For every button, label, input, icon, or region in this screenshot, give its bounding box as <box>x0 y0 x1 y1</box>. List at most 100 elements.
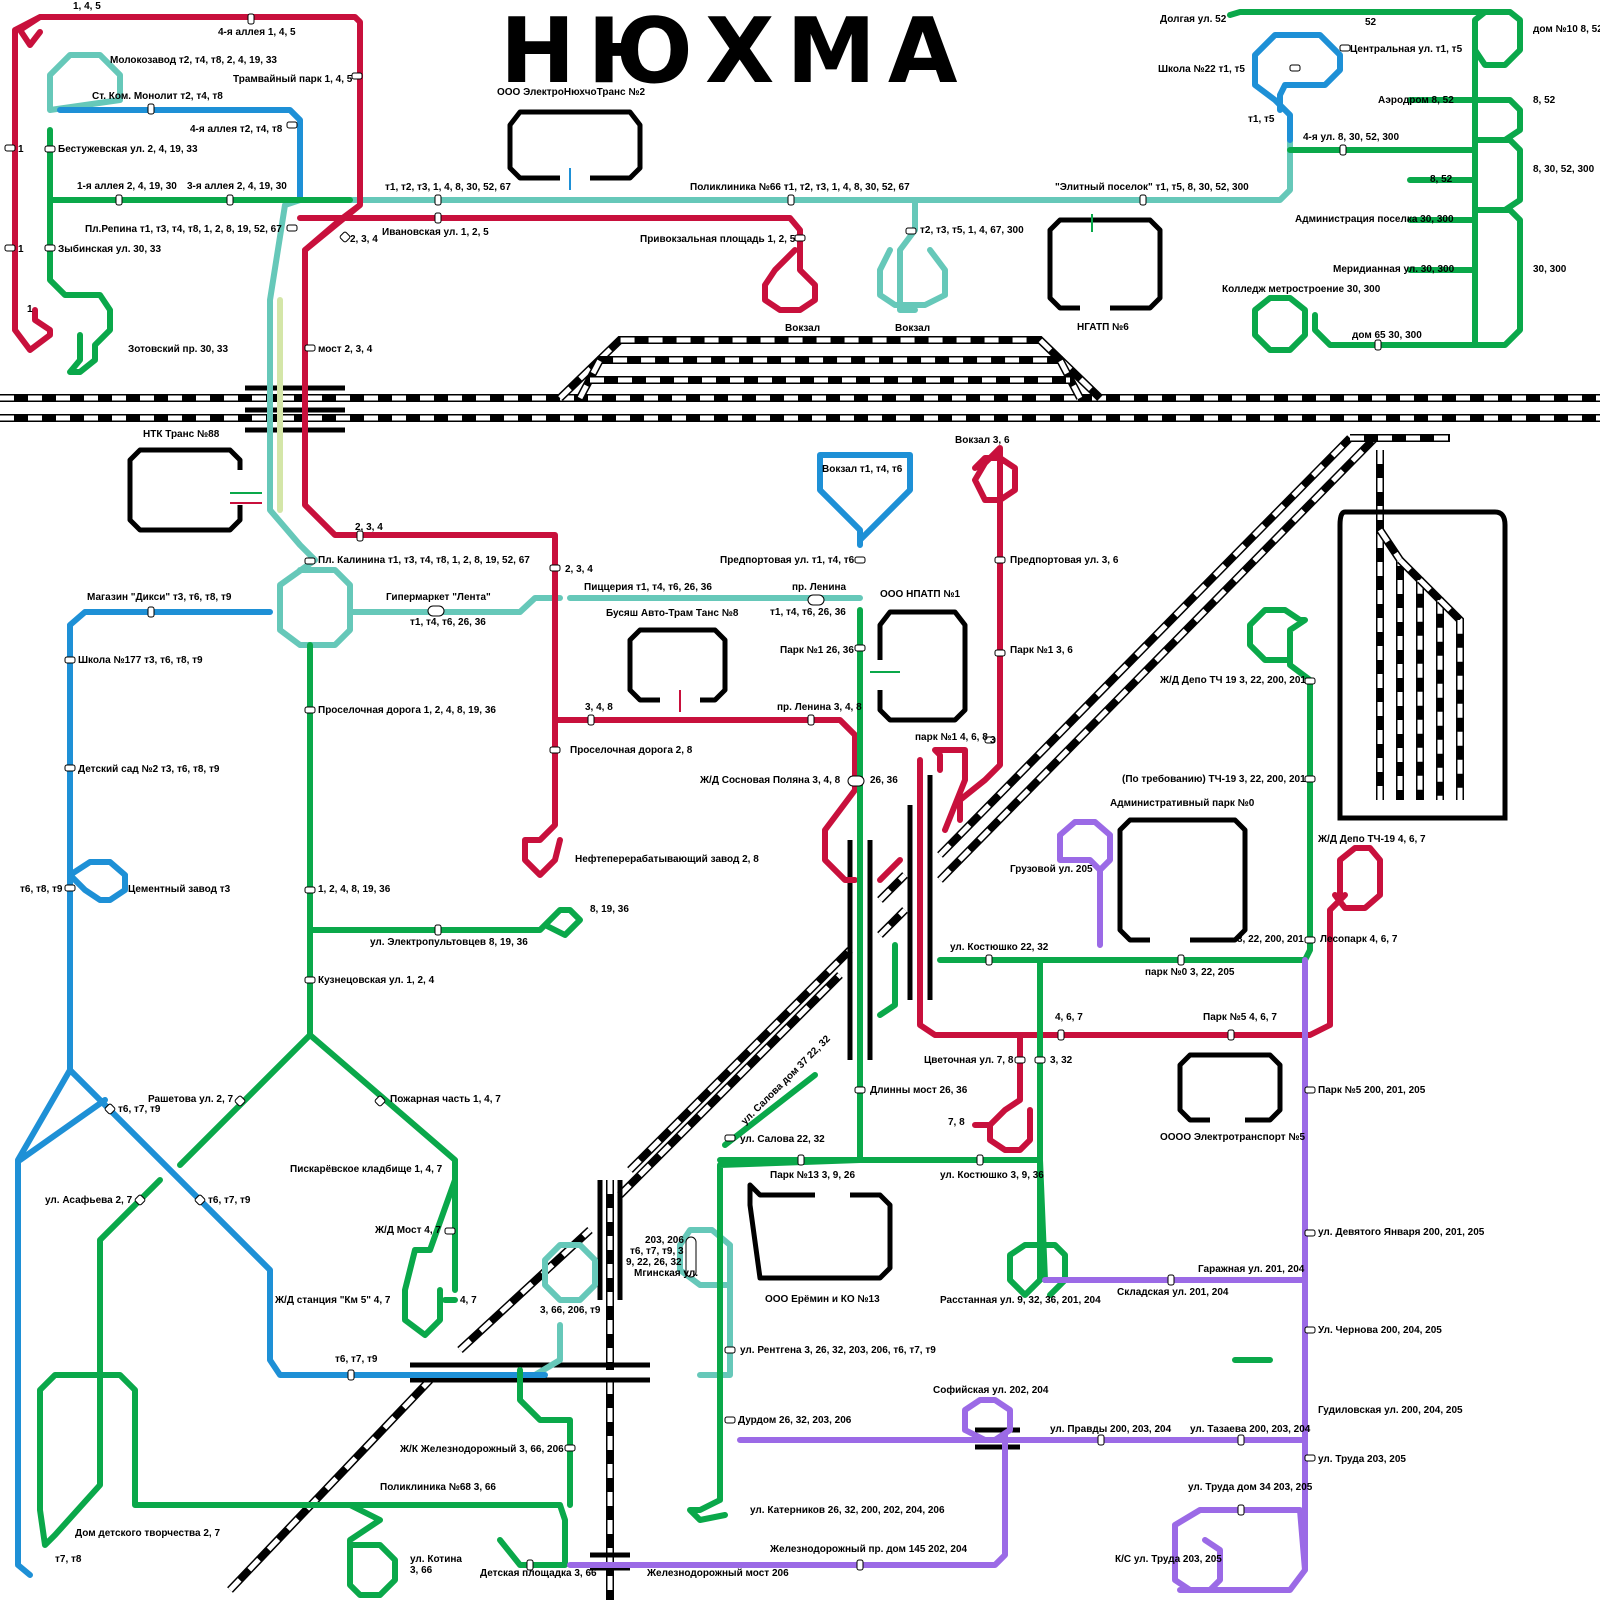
depot-label-6: НГАТП №6 <box>1077 322 1129 333</box>
stop-label: дом №10 8, 52 <box>1533 24 1600 35</box>
stop-label: Парк №5 200, 201, 205 <box>1318 1085 1426 1096</box>
depot-label-13: ООО Ерёмин и КО №13 <box>765 1294 880 1305</box>
stop-label: 3, 66, 206, т9 <box>540 1305 601 1316</box>
stop-label: Расстанная ул. 9, 32, 36, 201, 204 <box>940 1295 1101 1306</box>
stop-label: Рашетова ул. 2, 7 <box>148 1094 234 1105</box>
stop-label: 8, 52 <box>1430 174 1453 185</box>
stop-label: 203, 206 <box>645 1235 684 1246</box>
stop-label: 30, 300 <box>1533 264 1567 275</box>
stop-label: т6, т7, т9 <box>335 1354 378 1365</box>
stop-label: Ж/Д станция "Км 5" 4, 7 <box>274 1295 391 1306</box>
stop-label: Предпортовая ул. 3, 6 <box>1010 555 1119 566</box>
stop-label: 4, 7 <box>460 1295 477 1306</box>
stop-label: 26, 36 <box>870 775 898 786</box>
stop-label: Привокзальная площадь 1, 2, 5 <box>640 234 796 245</box>
stop-label: Железнодорожный мост 206 <box>646 1568 789 1579</box>
routes <box>12 9 1523 1598</box>
stop-label: т6, т7, т9, 3 <box>630 1246 684 1257</box>
route-blue-north <box>817 32 1343 548</box>
stop-label: Гудиловская ул. 200, 204, 205 <box>1318 1405 1463 1416</box>
route-green-east <box>687 607 1313 1523</box>
stop-label: дом 65 30, 300 <box>1352 330 1422 341</box>
stop-label: Ул. Чернова 200, 204, 205 <box>1318 1325 1442 1336</box>
stop-label: 1, 4, 5 <box>73 1 101 12</box>
stop-label: Парк №1 3, 6 <box>1010 645 1073 656</box>
stop-label: Вокзал <box>895 323 930 334</box>
stop-label: т6, т7, т9 <box>118 1104 161 1115</box>
stop-label: Молокозавод т2, т4, т8, 2, 4, 19, 33 <box>110 55 277 66</box>
railway-siding <box>557 336 1103 401</box>
stop-label: Цементный завод т3 <box>128 884 231 895</box>
stop-label: т7, т8 <box>55 1554 82 1565</box>
stop-label: т1, т2, т3, 1, 4, 8, 30, 52, 67 <box>385 182 511 193</box>
stop-label: ул. Девятого Января 200, 201, 205 <box>1318 1227 1485 1238</box>
stop-markers <box>4 13 1382 1571</box>
stop-label: 4-я ул. 8, 30, 52, 300 <box>1303 132 1399 143</box>
depot-label-0: Административный парк №0 <box>1110 798 1255 809</box>
stop-label: Предпортовая ул. т1, т4, т6 <box>720 555 855 566</box>
stop-label: Цветочная ул. 7, 8 <box>924 1055 1014 1066</box>
stop-label: ул. Правды 200, 203, 204 <box>1050 1424 1172 1435</box>
stop-label: 1-я аллея 2, 4, 19, 30 <box>77 181 177 192</box>
stop-label: ул. Костюшко 3, 9, 36 <box>940 1170 1044 1181</box>
stop-label: Ивановская ул. 1, 2, 5 <box>382 227 489 238</box>
stop-label: ул. Салова 22, 32 <box>740 1134 825 1145</box>
stop-label: Софийская ул. 202, 204 <box>933 1384 1049 1396</box>
stop-label: 9, 22, 26, 32 <box>626 1257 682 1268</box>
stop-label: 8, 19, 36 <box>590 904 629 915</box>
depot-shape-5 <box>1177 1052 1283 1123</box>
stop-label: Дурдом 26, 32, 203, 206 <box>738 1415 852 1426</box>
stop-label: 2, 3, 4 <box>355 522 383 533</box>
stop-label: 4-я аллея т2, т4, т8 <box>190 124 283 135</box>
stop-label: Центральная ул. т1, т5 <box>1350 44 1463 55</box>
stop-label: т2, т3, т5, 1, 4, 67, 300 <box>920 225 1024 236</box>
stop-label: Проселочная дорога 1, 2, 4, 8, 19, 36 <box>318 705 496 716</box>
stop-label: Детская площадка 3, 66 <box>480 1568 597 1579</box>
map-title: НЮХМА <box>500 0 970 104</box>
stop-label: Железнодорожный пр. дом 145 202, 204 <box>769 1544 968 1555</box>
depot-shape-0 <box>1117 817 1248 943</box>
stop-label: пр. Ленина <box>792 582 847 593</box>
stop-label: ул. Рентгена 3, 26, 32, 203, 206, т6, т7… <box>740 1345 936 1356</box>
stop-label: 2, 3, 4 <box>350 234 378 245</box>
stop-label: 4-я аллея 1, 4, 5 <box>218 27 296 38</box>
stop-label: Ст. Ком. Монолит т2, т4, т8 <box>92 91 223 102</box>
depot-shape-88 <box>127 447 243 533</box>
stop-label: Магазин "Дикси" т3, т6, т8, т9 <box>87 592 232 603</box>
stop-label: Вокзал <box>785 323 820 334</box>
stop-label: т1, т4, т6, 26, 36 <box>410 617 486 628</box>
depot-shape-8 <box>627 627 728 703</box>
stop-label: Длинны мост 26, 36 <box>870 1085 968 1096</box>
stop-label: Дом детского творчества 2, 7 <box>75 1528 220 1539</box>
stop-label: 8, 30, 52, 300 <box>1533 164 1595 175</box>
stop-label: Аэродром 8, 52 <box>1378 95 1454 106</box>
stop-label: Ж/Д Мост 4, 7 <box>374 1225 441 1236</box>
stop-label: Пл. Калинина т1, т3, т4, т8, 1, 2, 8, 19… <box>318 555 530 566</box>
stop-label: Проселочная дорога 2, 8 <box>570 745 693 756</box>
railway-diagonal-ne <box>937 434 1450 883</box>
stop-label: Трамвайный парк 1, 4, 5 <box>233 74 353 85</box>
depot-shape-1 <box>877 609 968 723</box>
stop-label: 52 <box>1365 17 1377 28</box>
stop-label: Пискарёвское кладбище 1, 4, 7 <box>290 1163 443 1175</box>
stop-label: Школа №177 т3, т6, т8, т9 <box>78 655 203 666</box>
stop-label: 3, 4, 8 <box>585 702 613 713</box>
stop-label: Пиццерия т1, т4, т6, 26, 36 <box>584 582 712 593</box>
stop-label: 1, 2, 4, 8, 19, 36 <box>318 884 391 895</box>
stop-label: Пл.Репина т1, т3, т4, т8, 1, 2, 8, 19, 5… <box>85 224 282 235</box>
stop-label: Парк №5 4, 6, 7 <box>1203 1012 1277 1023</box>
stop-label: Долгая ул. 52 <box>1160 14 1227 25</box>
stop-label: 1 <box>18 244 24 255</box>
stop-label: Парк №1 26, 36 <box>780 645 854 656</box>
railway-diagonal-sw <box>227 872 908 1600</box>
railways <box>0 336 1600 1600</box>
depot-shape-2 <box>507 109 643 181</box>
stop-label: пр. Ленина 3, 4, 8 <box>777 702 862 713</box>
stop-label: Бестужевская ул. 2, 4, 19, 33 <box>58 144 198 155</box>
stop-label: Ж/Д Сосновая Поляна 3, 4, 8 <box>699 775 841 786</box>
stop-label: ул. Электропультовцев 8, 19, 36 <box>370 937 528 948</box>
stop-label: ул. Асафьева 2, 7 <box>45 1194 133 1206</box>
depots <box>127 109 1283 1281</box>
stop-label: Складская ул. 201, 204 <box>1117 1287 1229 1298</box>
